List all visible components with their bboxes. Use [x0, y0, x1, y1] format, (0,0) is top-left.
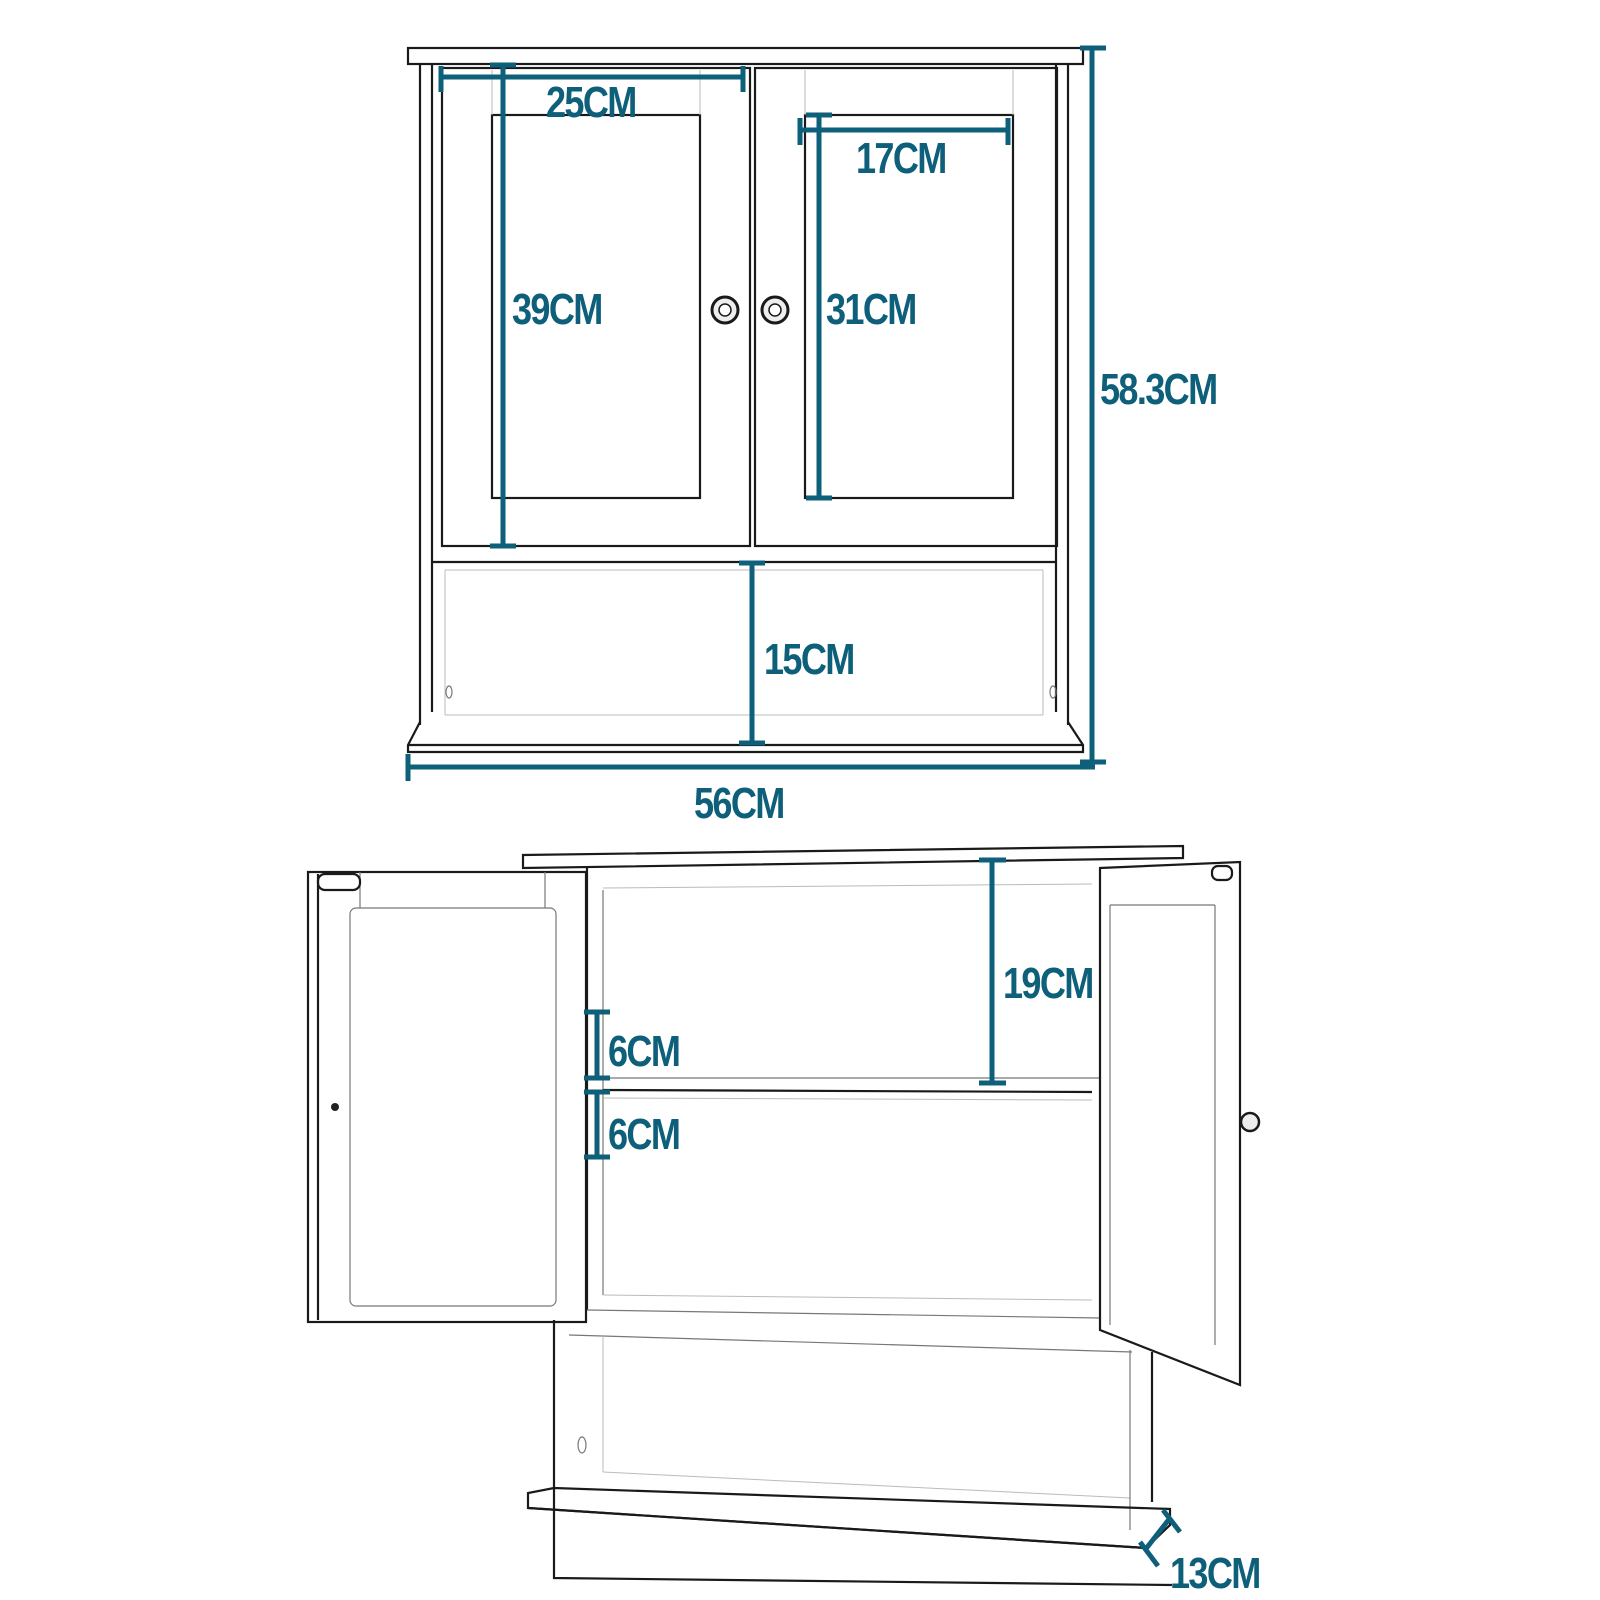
open-view-cabinet: [306, 844, 1261, 1587]
dimension-depth: 13CM: [1170, 1549, 1261, 1598]
dimension-lower-shelf-gap: 6CM: [608, 1110, 681, 1159]
dimension-door-height: 39CM: [512, 285, 603, 334]
dimension-panel-height: 31CM: [826, 285, 917, 334]
dimension-upper-compartment-height: 19CM: [1003, 959, 1094, 1008]
front-view-dimension-lines: [405, 45, 1106, 781]
dimension-door-width: 25CM: [546, 78, 637, 127]
door-knob-icon: [710, 295, 740, 325]
door-knob-icon: [1239, 1111, 1261, 1133]
front-view-cabinet: [406, 46, 1085, 754]
dimension-panel-width: 17CM: [856, 134, 947, 183]
door-knob-icon: [760, 295, 790, 325]
dimension-total-width: 56CM: [694, 779, 785, 828]
open-view-dimension-lines: [584, 857, 1182, 1568]
dimension-upper-shelf-gap: 6CM: [608, 1027, 681, 1076]
dimension-open-shelf-height: 15CM: [764, 635, 855, 684]
dimension-total-height: 58.3CM: [1100, 365, 1218, 414]
